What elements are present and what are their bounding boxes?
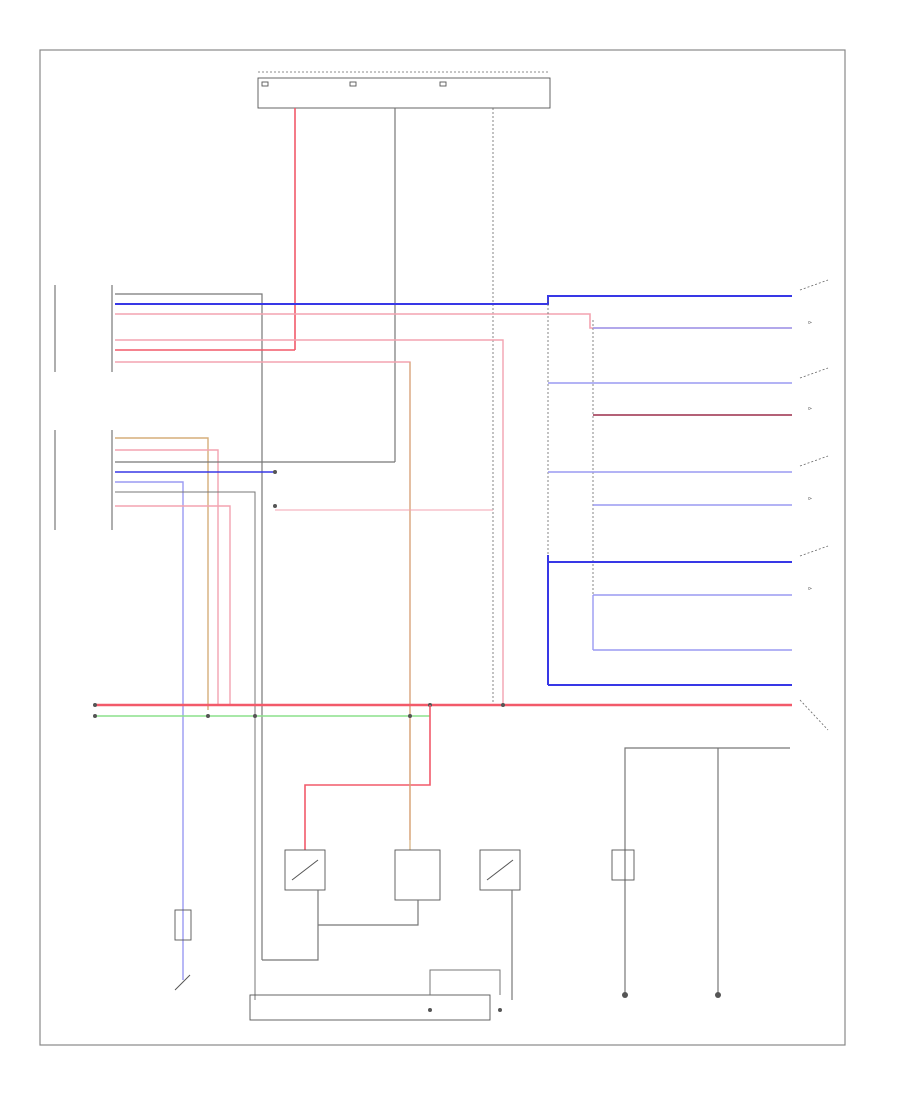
speaker-left-rear: ⊳ — [799, 455, 829, 502]
svg-text:⊳: ⊳ — [808, 406, 812, 412]
right-aux-switch — [611, 849, 635, 881]
wire-gray-bottom — [429, 969, 501, 995]
wire-lightblue-1 — [115, 481, 184, 980]
bottom-connector-rail — [249, 994, 491, 1021]
bottom-ground-dots — [428, 1008, 502, 1012]
wire-pink-1 — [115, 313, 792, 329]
ground-left — [622, 992, 628, 998]
wire-gray-right-1 — [624, 747, 790, 995]
speaker-right-front: ⊳ — [799, 367, 829, 412]
wire-pink-5 — [115, 505, 231, 705]
wire-pink-2 — [115, 339, 504, 705]
ground-right — [715, 992, 721, 998]
left-rear-door-switch — [174, 909, 192, 991]
diagram-frame — [39, 49, 846, 1046]
wire-tan-2 — [115, 437, 209, 710]
keyless-entry-module — [54, 430, 113, 530]
wire-red-lower — [304, 705, 431, 850]
junction-dots — [93, 703, 505, 718]
wire-gray-lower-2 — [318, 900, 419, 926]
svg-text:⊳: ⊳ — [808, 586, 812, 592]
svg-text:⊳: ⊳ — [808, 496, 812, 502]
right-rear-door-switch — [799, 699, 829, 731]
wire-blue-1 — [115, 295, 792, 305]
driver-switch — [284, 849, 326, 891]
speaker-right-rear: ⊳ — [799, 545, 829, 592]
wire-gray-3 — [115, 491, 256, 1000]
speaker-left-front: ⊳ — [799, 279, 829, 326]
wire-pink-4 — [115, 449, 219, 705]
passenger-switch — [479, 849, 521, 891]
svg-text:⊳: ⊳ — [808, 320, 812, 326]
door-lock-module — [54, 285, 113, 372]
wire-gray-lower-1 — [262, 890, 319, 961]
wire-gray-1 — [115, 293, 263, 960]
power-window-relay — [394, 849, 441, 901]
fuse-box — [257, 71, 551, 109]
